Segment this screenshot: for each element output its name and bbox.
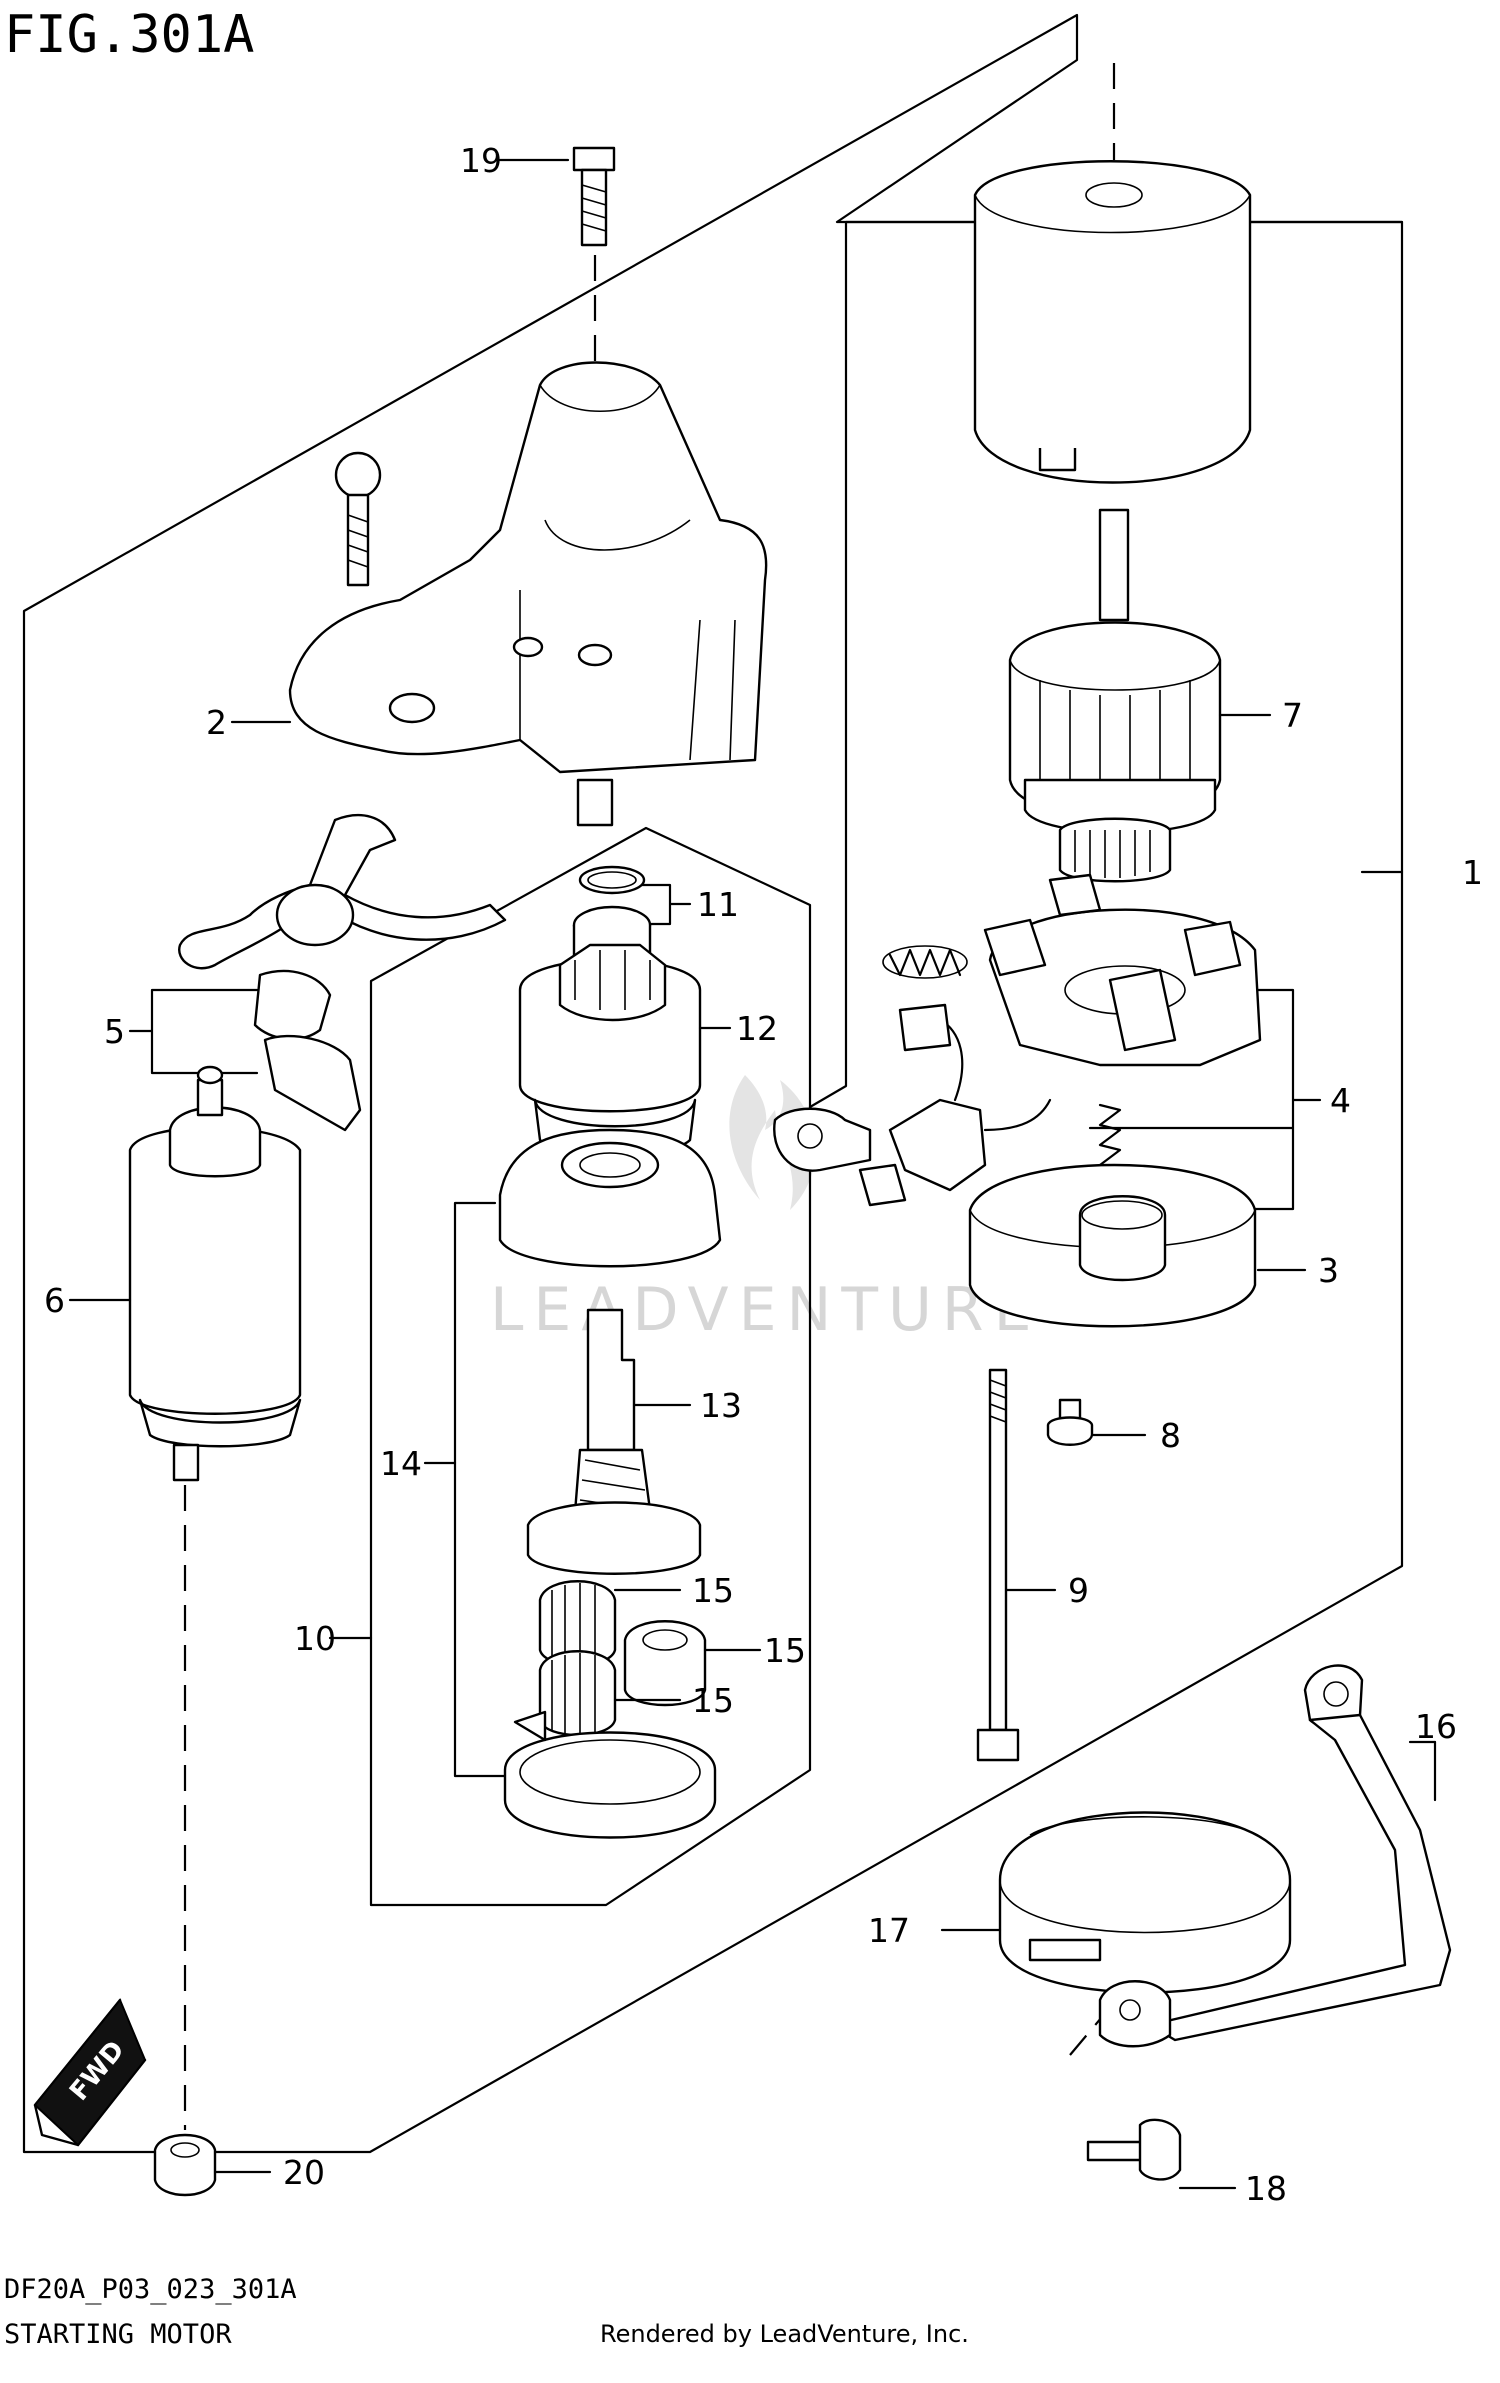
- planet-gear-15c: [538, 1650, 617, 1737]
- bolt-18: [1086, 2118, 1182, 2181]
- leadventure-watermark: LEADVENTURE: [490, 1075, 1042, 1345]
- fwd-arrow: FWD: [33, 1998, 147, 2147]
- brush-lead: [773, 1003, 1052, 1207]
- callout-11: 11: [697, 885, 739, 924]
- bracket-16: [1098, 1664, 1452, 2048]
- armature-7: [1008, 508, 1222, 883]
- figure-title: FIG.301A: [4, 5, 254, 65]
- watermark-text: LEADVENTURE: [490, 1275, 1042, 1345]
- callout-1: 1: [1462, 853, 1483, 892]
- bracket-5: [128, 988, 259, 1075]
- callout-13: 13: [700, 1386, 742, 1425]
- internal-gear: [503, 1710, 717, 1839]
- brush-spring-left: [882, 945, 968, 979]
- callout-9: 9: [1068, 1571, 1089, 1610]
- callout-20: 20: [283, 2153, 325, 2192]
- drive-shaft-13: [526, 1308, 702, 1575]
- callout-7: 7: [1282, 696, 1303, 735]
- yoke: [973, 160, 1252, 484]
- figure-code: DF20A_P03_023_301A: [4, 2274, 297, 2305]
- brush-spring-right: [1098, 1103, 1122, 1172]
- solenoid-6: [128, 1065, 302, 1482]
- bracket-11: [618, 883, 692, 926]
- callout-19: 19: [460, 141, 502, 180]
- pinion-12: [518, 905, 702, 1157]
- callout-15c: 15: [692, 1681, 734, 1720]
- callout-16: 16: [1415, 1707, 1457, 1746]
- callout-17: 17: [868, 1911, 910, 1950]
- housing-screw: [334, 451, 382, 587]
- bushing: [576, 778, 614, 827]
- callout-3: 3: [1318, 1251, 1339, 1290]
- screw-8: [1046, 1398, 1094, 1446]
- callout-4: 4: [1330, 1081, 1351, 1120]
- nut-20: [153, 2133, 217, 2197]
- figure-name: STARTING MOTOR: [4, 2319, 232, 2350]
- callout-18: 18: [1245, 2169, 1287, 2208]
- bracket-14: [453, 1201, 512, 1778]
- callout-15b: 15: [764, 1631, 806, 1670]
- bolt-19: [572, 146, 616, 247]
- brush-holder-4: [983, 873, 1262, 1067]
- assembly-10-frame: [369, 826, 812, 1907]
- band-17: [998, 1811, 1292, 1994]
- shift-lever-5: [178, 813, 507, 1132]
- callout-12: 12: [736, 1009, 778, 1048]
- end-frame-3: [968, 1163, 1257, 1328]
- render-credit: Rendered by LeadVenture, Inc.: [600, 2320, 969, 2348]
- drive-housing-2: [288, 361, 768, 774]
- callout-5: 5: [104, 1012, 125, 1051]
- retaining-ring-11: [578, 865, 646, 895]
- callout-8: 8: [1160, 1416, 1181, 1455]
- callout-2: 2: [206, 703, 227, 742]
- callout-10: 10: [294, 1619, 336, 1658]
- callout-6: 6: [44, 1281, 65, 1320]
- callout-15a: 15: [692, 1571, 734, 1610]
- gear-case-14: [498, 1128, 722, 1268]
- callout-14: 14: [380, 1444, 422, 1483]
- through-bolt-9: [976, 1368, 1020, 1762]
